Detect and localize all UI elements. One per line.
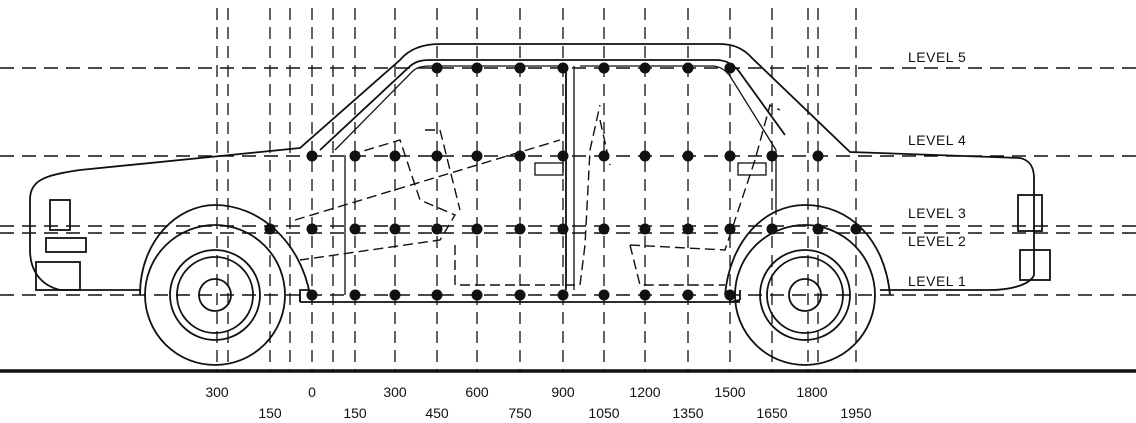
measurement-point bbox=[557, 150, 569, 162]
tick-label: 0 bbox=[308, 384, 316, 400]
measurement-point bbox=[514, 223, 526, 235]
tick-label: 1800 bbox=[796, 384, 827, 400]
tick-label: 300 bbox=[205, 384, 229, 400]
tick-label: 1050 bbox=[588, 405, 619, 421]
measurement-point bbox=[850, 223, 862, 235]
measurement-point bbox=[639, 289, 651, 301]
measurement-point bbox=[724, 150, 736, 162]
level-labels: LEVEL 5 LEVEL 4 LEVEL 3 LEVEL 2 LEVEL 1 bbox=[908, 49, 966, 289]
window-frame-inner bbox=[334, 65, 777, 151]
measurement-point bbox=[766, 150, 778, 162]
measurement-point bbox=[724, 223, 736, 235]
measurement-point bbox=[724, 289, 736, 301]
measurement-point bbox=[639, 150, 651, 162]
front-wheel bbox=[139, 204, 311, 366]
level-1-label: LEVEL 1 bbox=[908, 273, 966, 289]
measurement-point bbox=[639, 223, 651, 235]
seats bbox=[294, 103, 781, 286]
measurement-point bbox=[682, 150, 694, 162]
measurement-point bbox=[349, 150, 361, 162]
measurement-point bbox=[514, 62, 526, 74]
measurement-point bbox=[812, 223, 824, 235]
tick-label: 1200 bbox=[629, 384, 660, 400]
measurement-point bbox=[724, 62, 736, 74]
measurement-point bbox=[557, 62, 569, 74]
tick-labels-row1: 300 0 300 600 900 1200 1500 1800 bbox=[205, 384, 827, 400]
measurement-point bbox=[598, 150, 610, 162]
level-3-label: LEVEL 3 bbox=[908, 205, 966, 221]
headlight bbox=[49, 199, 71, 231]
measurement-point bbox=[471, 62, 483, 74]
measurement-point bbox=[682, 62, 694, 74]
measurement-point bbox=[598, 62, 610, 74]
measurement-point bbox=[598, 289, 610, 301]
tick-label: 900 bbox=[551, 384, 575, 400]
front-seat-back bbox=[299, 139, 457, 261]
measurement-point bbox=[557, 289, 569, 301]
measurement-point bbox=[471, 289, 483, 301]
tick-label: 1500 bbox=[714, 384, 745, 400]
measurement-point bbox=[812, 150, 824, 162]
measurement-point bbox=[471, 223, 483, 235]
level-2-label: LEVEL 2 bbox=[908, 233, 966, 249]
measurement-point bbox=[264, 223, 276, 235]
rear-wheel bbox=[724, 204, 891, 366]
measurement-point bbox=[389, 223, 401, 235]
measurement-point bbox=[639, 62, 651, 74]
measurement-point bbox=[514, 289, 526, 301]
bumper-rear bbox=[1019, 249, 1051, 281]
front-wheel-arch bbox=[139, 204, 311, 296]
tick-label: 750 bbox=[508, 405, 532, 421]
measurement-point bbox=[306, 223, 318, 235]
measurement-point bbox=[306, 150, 318, 162]
tick-labels-row2: 150 150 450 750 1050 1350 1650 1950 bbox=[258, 405, 871, 421]
tick-label: 450 bbox=[425, 405, 449, 421]
front-rim-outer bbox=[169, 249, 261, 341]
measurement-points bbox=[264, 62, 862, 301]
measurement-point bbox=[431, 150, 443, 162]
front-door-handle bbox=[534, 162, 564, 176]
bumper-front bbox=[35, 261, 81, 291]
measurement-point bbox=[389, 289, 401, 301]
rear-seat-back bbox=[629, 103, 781, 251]
measurement-point bbox=[431, 62, 443, 74]
tick-label: 1350 bbox=[672, 405, 703, 421]
measurement-point bbox=[766, 223, 778, 235]
measurement-point bbox=[431, 223, 443, 235]
rear-seat-cushion bbox=[629, 244, 725, 286]
bumper-upper bbox=[45, 237, 87, 253]
measurement-point bbox=[349, 223, 361, 235]
tick-label: 600 bbox=[465, 384, 489, 400]
front-seat-cushion bbox=[454, 104, 601, 286]
vertical-grid bbox=[216, 8, 857, 372]
level-4-label: LEVEL 4 bbox=[908, 132, 966, 148]
rear-wheel-arch bbox=[724, 204, 891, 296]
front-bottom bbox=[60, 289, 310, 302]
measurement-point bbox=[682, 223, 694, 235]
measurement-point bbox=[557, 223, 569, 235]
rear-door-handle bbox=[737, 162, 767, 176]
measurement-point bbox=[471, 150, 483, 162]
tick-label: 1650 bbox=[756, 405, 787, 421]
measurement-point bbox=[431, 289, 443, 301]
taillight bbox=[1017, 194, 1043, 232]
measurement-point bbox=[389, 150, 401, 162]
measurement-point bbox=[514, 150, 526, 162]
measurement-point bbox=[349, 289, 361, 301]
window-frame bbox=[319, 59, 786, 151]
tick-label: 150 bbox=[258, 405, 282, 421]
tick-label: 300 bbox=[383, 384, 407, 400]
measurement-point bbox=[598, 223, 610, 235]
level-lines bbox=[0, 67, 1136, 296]
measurement-point bbox=[682, 289, 694, 301]
tick-label: 1950 bbox=[840, 405, 871, 421]
measurement-point bbox=[306, 289, 318, 301]
front-headrest bbox=[425, 129, 461, 211]
level-5-label: LEVEL 5 bbox=[908, 49, 966, 65]
tick-label: 150 bbox=[343, 405, 367, 421]
